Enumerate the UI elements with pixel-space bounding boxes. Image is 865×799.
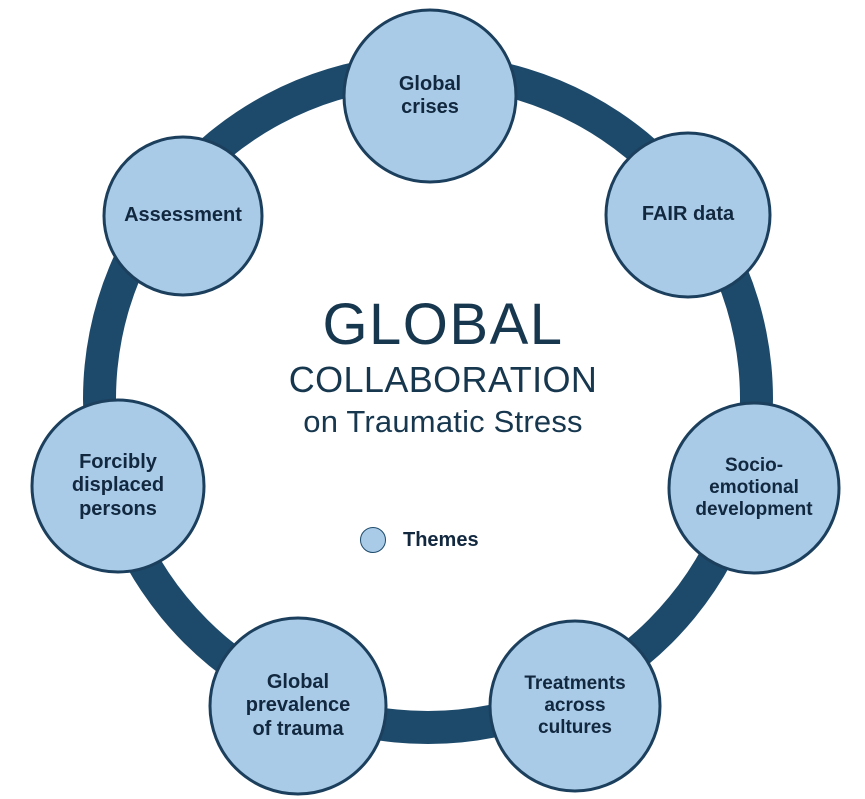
theme-circle-treatments [488, 619, 662, 793]
center-title-block: GLOBAL COLLABORATION on Traumatic Stress [248, 296, 638, 440]
theme-node-circles [30, 8, 841, 796]
theme-circle-forcibly-displaced [30, 398, 206, 574]
center-title-line-1: GLOBAL [322, 292, 564, 357]
center-title-line-3: on Traumatic Stress [303, 404, 583, 440]
theme-circle-global-crises [342, 8, 518, 184]
theme-circle-global-prevalence [208, 616, 388, 796]
theme-circle-socio-emotional [667, 401, 841, 575]
legend: Themes [360, 527, 479, 553]
theme-circle-fair-data [604, 131, 772, 299]
theme-circle-assessment [102, 135, 264, 297]
legend-label: Themes [403, 528, 479, 551]
circle-icon [360, 527, 386, 553]
center-title-line-2: COLLABORATION [288, 359, 598, 400]
